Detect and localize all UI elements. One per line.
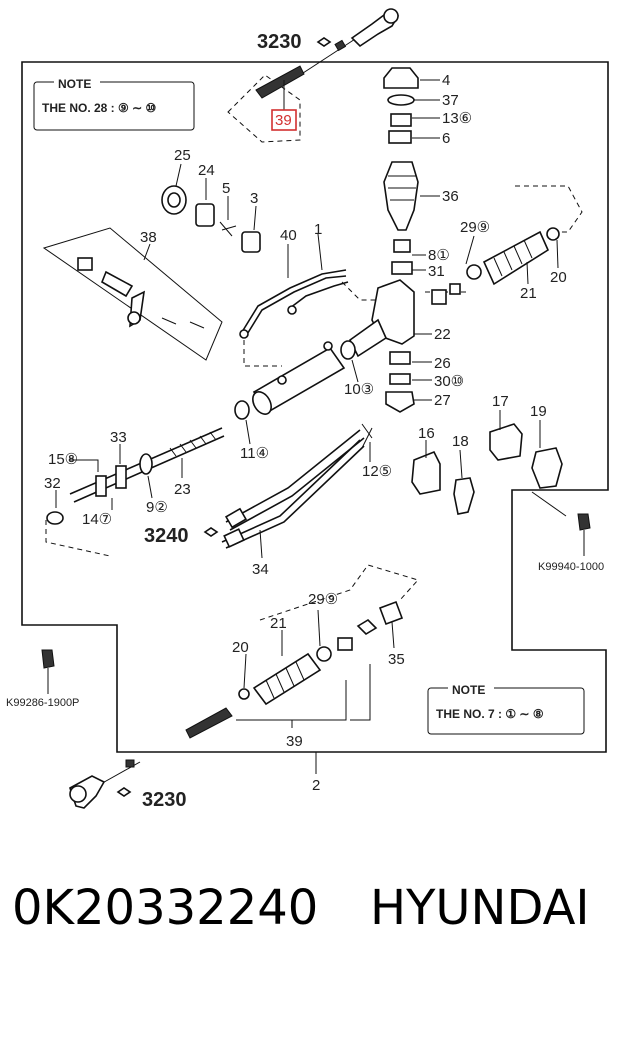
note-top-title: NOTE xyxy=(58,77,91,91)
boot-assembly-lower xyxy=(185,564,419,739)
rack-shaft-23 xyxy=(45,427,225,557)
callout-17: 17 xyxy=(492,393,509,410)
callout-32: 32 xyxy=(44,475,61,492)
callout-23: 23 xyxy=(174,481,191,498)
callout-9: 9② xyxy=(146,499,168,516)
brand-name: HYUNDAI xyxy=(370,880,590,936)
callout-4: 4 xyxy=(442,72,450,89)
callout-5: 5 xyxy=(222,180,230,197)
part-caption: 0K20332240 HYUNDAI xyxy=(0,880,627,950)
note-box-bottom xyxy=(427,682,585,735)
callout-33: 33 xyxy=(110,429,127,446)
callout-36: 36 xyxy=(442,188,459,205)
ref-3230-top: 3230 xyxy=(257,31,302,53)
tie-rod-end-top xyxy=(299,8,400,76)
callout-10: 10③ xyxy=(344,381,374,398)
rack-housing xyxy=(234,340,359,445)
callout-19: 19 xyxy=(530,403,547,420)
callout-14: 14⑦ xyxy=(82,511,112,528)
callout-35: 35 xyxy=(388,651,405,668)
assembly-frame xyxy=(21,61,609,753)
callout-2: 2 xyxy=(312,777,320,794)
callout-15: 15⑧ xyxy=(48,451,78,468)
callout-38: 38 xyxy=(140,229,157,246)
callout-26: 26 xyxy=(434,355,451,372)
callout-40: 40 xyxy=(280,227,297,244)
tie-rod-end-bottom xyxy=(69,752,317,809)
boot-39-top xyxy=(227,65,305,143)
note-box-top xyxy=(33,76,195,131)
pipe-assembly xyxy=(239,233,376,367)
callout-16: 16 xyxy=(418,425,435,442)
callout-13: 13⑥ xyxy=(442,110,472,127)
callout-37: 37 xyxy=(442,92,459,109)
ref-3240: 3240 xyxy=(144,525,189,547)
mount-parts xyxy=(411,410,563,515)
note-bottom-title: NOTE xyxy=(452,683,485,697)
callout-3: 3 xyxy=(250,190,258,207)
callout-20-right: 20 xyxy=(550,269,567,286)
ref-bolt-left: K99286-1900P xyxy=(6,697,79,709)
callout-29-right: 29⑨ xyxy=(460,219,490,236)
callout-29-lower: 29⑨ xyxy=(308,591,338,608)
callout-18: 18 xyxy=(452,433,469,450)
bolt-right xyxy=(531,491,591,556)
callout-34: 34 xyxy=(252,561,269,578)
adjuster-parts xyxy=(161,163,261,253)
callout-25: 25 xyxy=(174,147,191,164)
ref-bolt-right: K99940-1000 xyxy=(538,561,604,573)
note-bottom-text: THE NO. 7 : ① ∼ ⑧ xyxy=(436,707,544,721)
callout-21-lower: 21 xyxy=(270,615,287,632)
callout-6: 6 xyxy=(442,130,450,147)
bracket-group-38 xyxy=(42,227,223,361)
callout-30: 30⑩ xyxy=(434,373,464,390)
callout-21-right: 21 xyxy=(520,285,537,302)
callout-1: 1 xyxy=(314,221,322,238)
callout-22: 22 xyxy=(434,326,451,343)
bolt-left xyxy=(41,649,55,694)
pinion-stack xyxy=(348,67,440,413)
tie-rods-34 xyxy=(203,423,373,559)
ref-3230-bottom: 3230 xyxy=(142,789,187,811)
callout-27: 27 xyxy=(434,392,451,409)
callout-31: 31 xyxy=(428,263,445,280)
steering-gear-exploded-diagram: 3230 NOTE THE NO. 28 : ⑨ ∼ ⑩ 39 xyxy=(6,8,609,811)
callout-12: 12⑤ xyxy=(362,463,392,480)
boot-assembly-right xyxy=(425,185,583,305)
highlight-label-39: 39 xyxy=(275,112,292,129)
callout-20-lower: 20 xyxy=(232,639,249,656)
callout-39: 39 xyxy=(286,733,303,750)
callout-8: 8① xyxy=(428,247,450,264)
part-number: 0K20332240 xyxy=(12,880,319,936)
callout-24: 24 xyxy=(198,162,215,179)
note-top-text: THE NO. 28 : ⑨ ∼ ⑩ xyxy=(42,101,156,115)
callout-11: 11④ xyxy=(240,445,269,462)
